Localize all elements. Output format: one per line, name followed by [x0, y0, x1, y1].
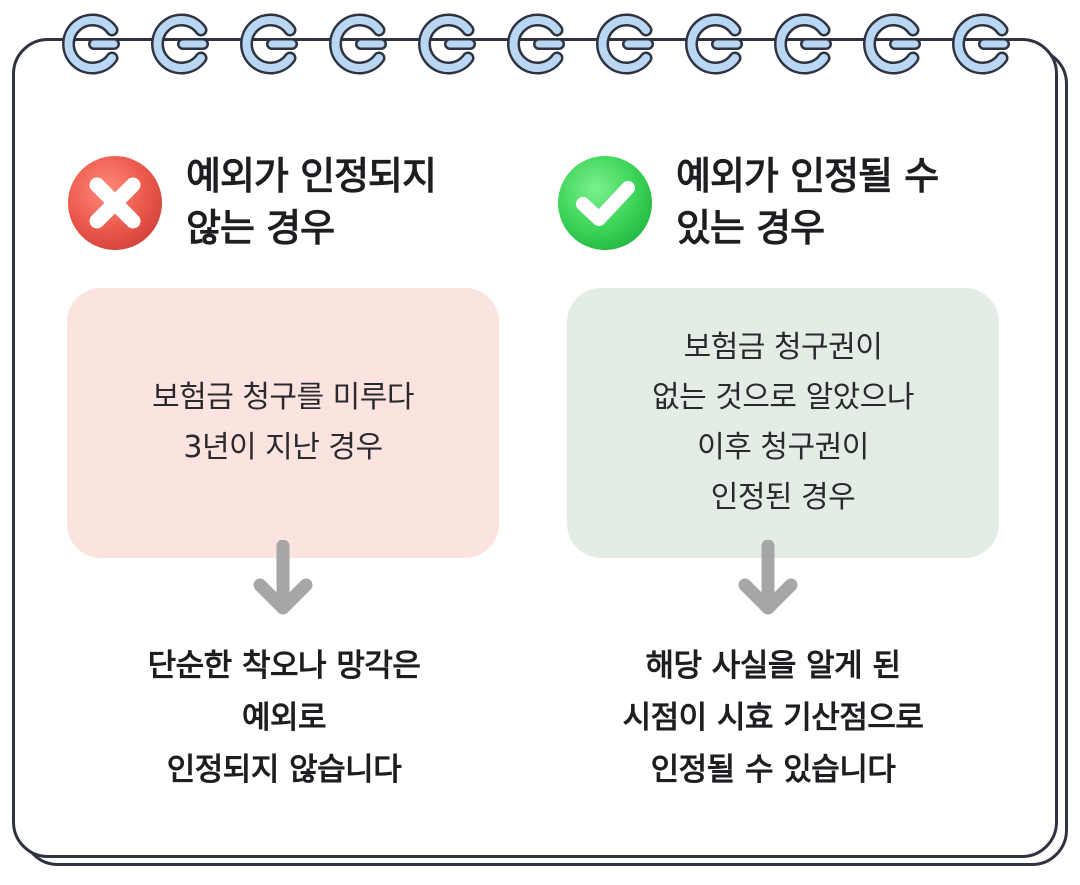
- binding-ring: [418, 13, 476, 75]
- check-icon: [558, 156, 652, 250]
- binding-ring: [507, 13, 565, 75]
- binding-ring: [151, 13, 209, 75]
- left-title: 예외가 인정되지 않는 경우: [186, 150, 437, 254]
- binding-ring: [863, 13, 921, 75]
- right-down-arrow-icon: [738, 540, 798, 615]
- left-example-text: 보험금 청구를 미루다 3년이 지난 경우: [152, 380, 414, 465]
- left-example-box: 보험금 청구를 미루다 3년이 지난 경우: [67, 288, 499, 558]
- right-result-text: 해당 사실을 알게 된 시점이 시효 기산점으로 인정될 수 있습니다: [622, 648, 924, 788]
- spiral-binding: [62, 13, 1010, 75]
- right-title: 예외가 인정될 수 있는 경우: [676, 150, 939, 254]
- binding-ring: [240, 13, 298, 75]
- right-example-box: 보험금 청구권이 없는 것으로 알았으나 이후 청구권이 인정된 경우: [567, 288, 999, 558]
- x-icon: [68, 156, 162, 250]
- left-result-text: 단순한 착오나 망각은 예외로 인정되지 않습니다: [147, 648, 421, 788]
- binding-ring: [329, 13, 387, 75]
- binding-ring: [774, 13, 832, 75]
- binding-ring: [62, 13, 120, 75]
- right-example-text: 보험금 청구권이 없는 것으로 알았으나 이후 청구권이 인정된 경우: [652, 330, 914, 515]
- binding-ring: [596, 13, 654, 75]
- binding-ring: [952, 13, 1010, 75]
- left-title-text: 예외가 인정되지 않는 경우: [186, 154, 437, 250]
- right-title-text: 예외가 인정될 수 있는 경우: [676, 154, 939, 250]
- binding-ring: [685, 13, 743, 75]
- left-down-arrow-icon: [253, 540, 313, 615]
